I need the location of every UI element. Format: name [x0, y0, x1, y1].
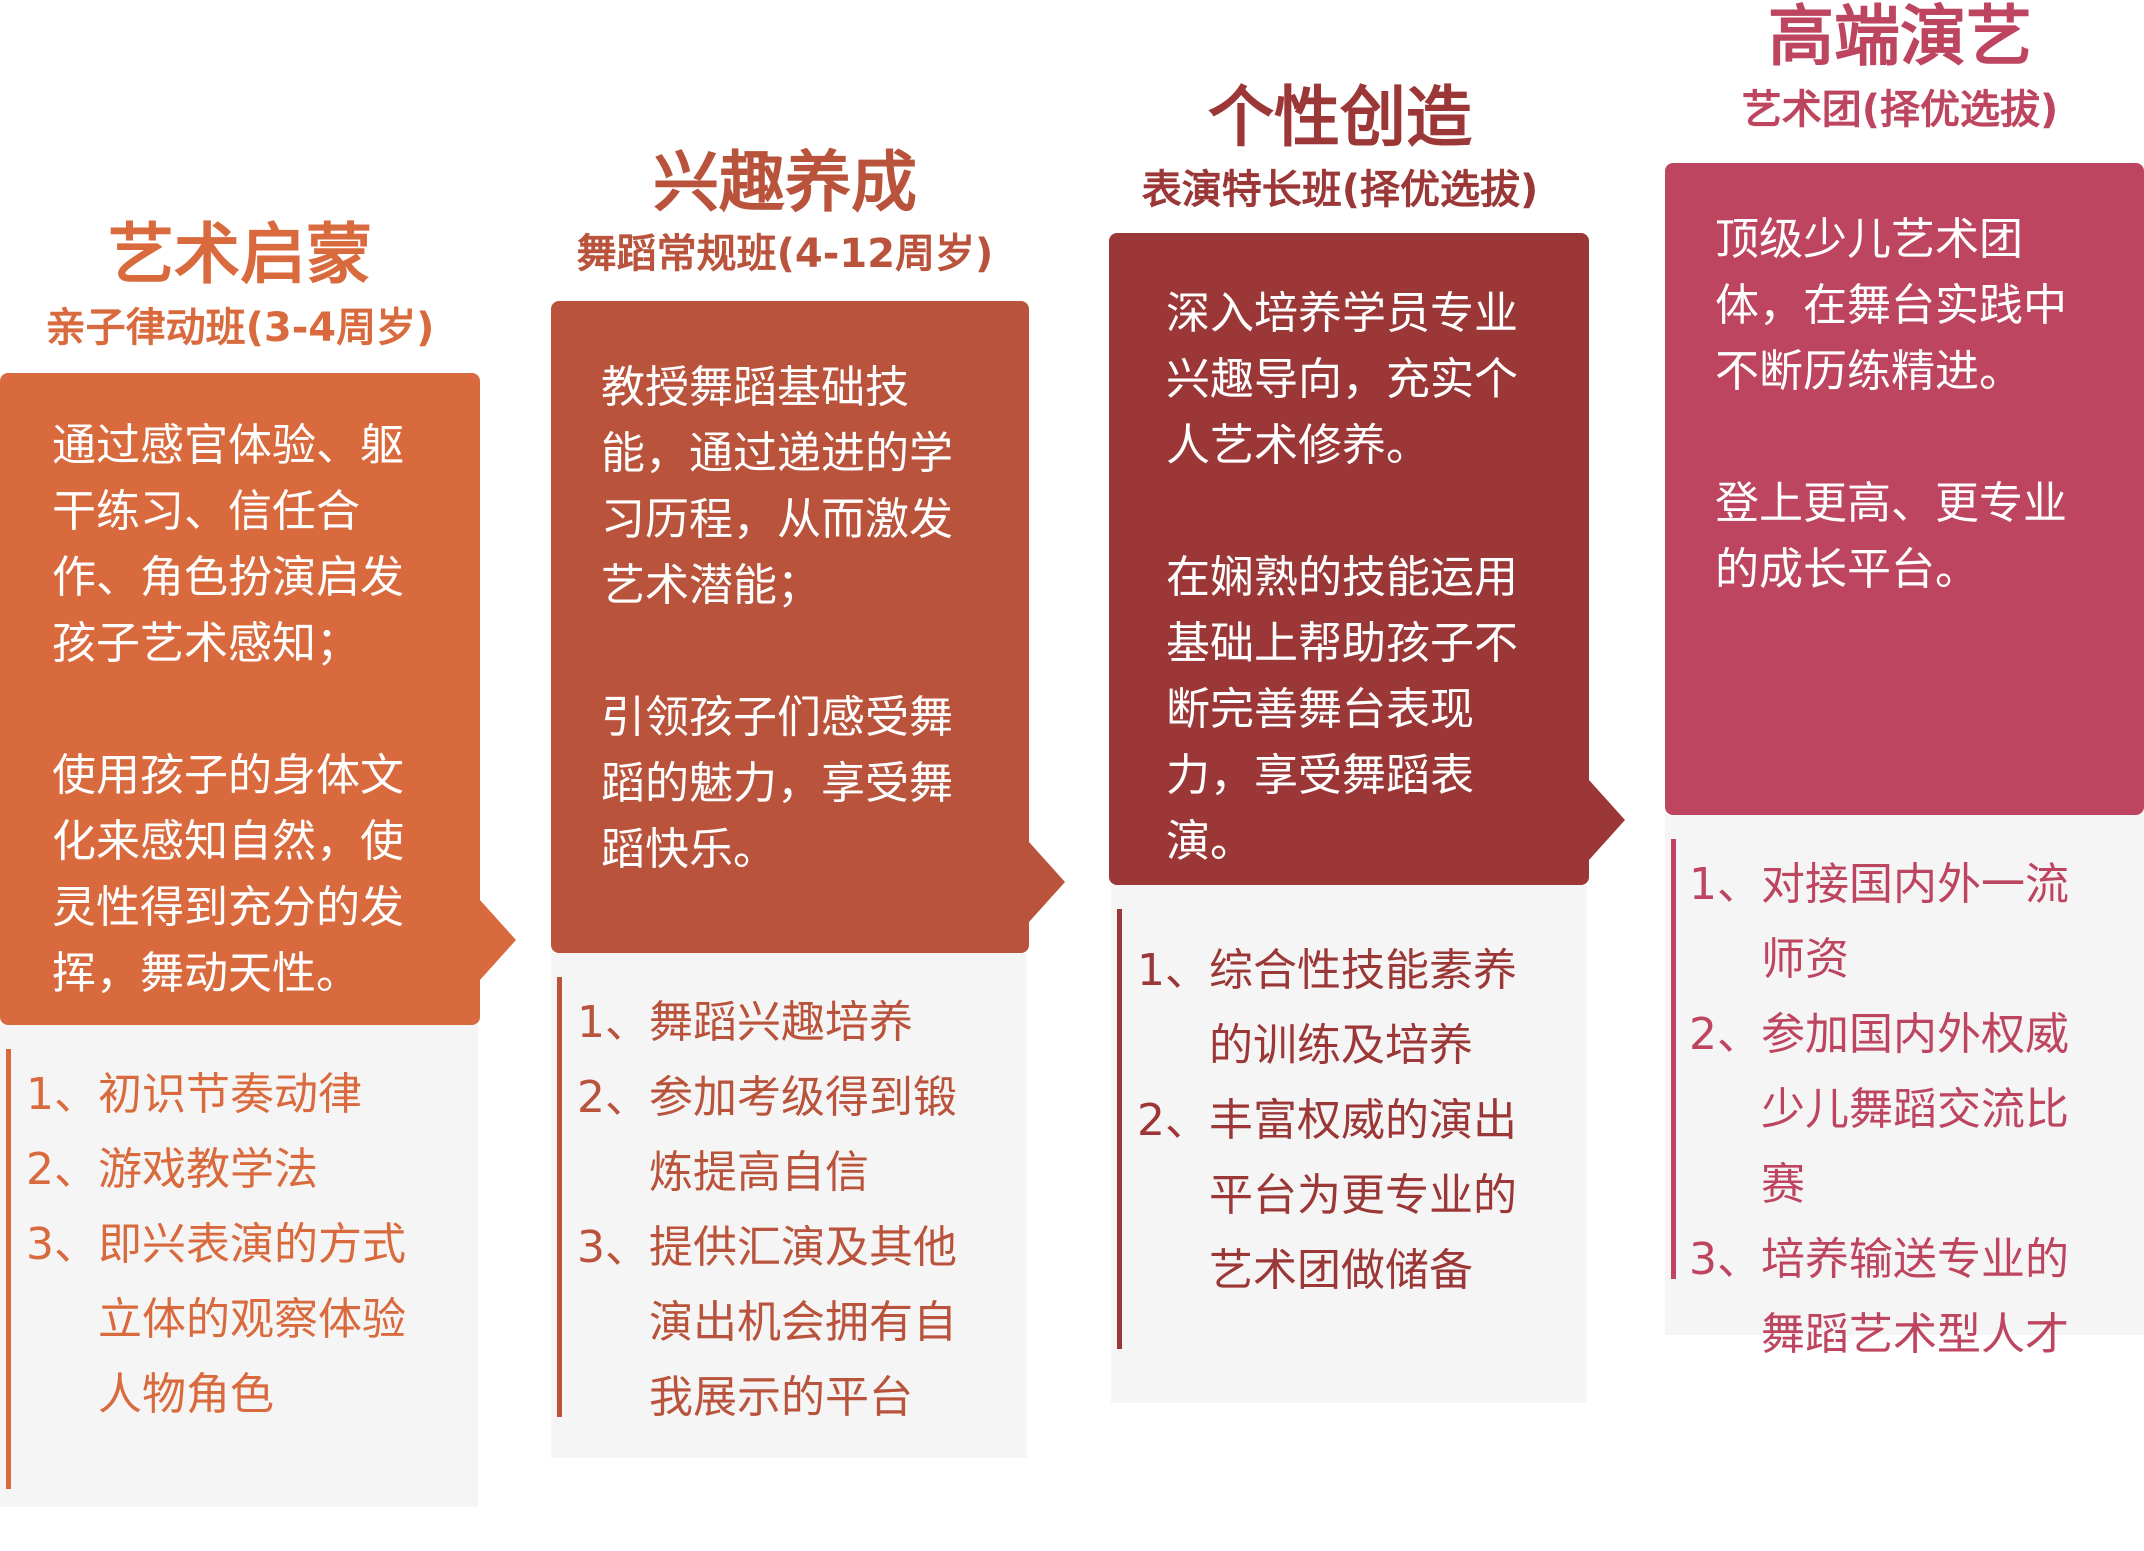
stage-1-arrow	[480, 900, 516, 980]
stage-1-title: 艺术启蒙	[108, 216, 372, 293]
list-item: 3、 即兴表演的方式立体的观察体验人物角色	[26, 1207, 426, 1432]
item-text: 初识节奏动律	[98, 1069, 362, 1120]
list-item: 2、 游戏教学法	[26, 1132, 426, 1207]
item-text: 参加考级得到锻炼提高自信	[649, 1072, 957, 1198]
stage-3-paragraph-1: 深入培养学员专业兴趣导向，充实个人艺术修养。	[1166, 288, 1518, 471]
stage-4-title: 高端演艺	[1768, 0, 2032, 75]
item-text: 游戏教学法	[98, 1144, 318, 1195]
stage-3-title: 个性创造	[1208, 79, 1472, 156]
item-number: 3、	[26, 1219, 98, 1270]
stage-2-paragraph-1: 教授舞蹈基础技能，通过递进的学习历程，从而激发艺术潜能；	[601, 362, 953, 611]
list-item: 2、 参加国内外权威少儿舞蹈交流比赛	[1689, 997, 2109, 1222]
list-item: 3、 培养输送专业的舞蹈艺术型人才	[1689, 1222, 2109, 1372]
item-number: 2、	[1689, 1009, 1761, 1060]
stage-4-card: 顶级少儿艺术团体，在舞台实践中不断历练精进。 登上更高、更专业的成长平台。	[1665, 163, 2144, 815]
list-item: 1、 初识节奏动律	[26, 1057, 426, 1132]
item-text: 参加国内外权威少儿舞蹈交流比赛	[1761, 1009, 2069, 1210]
item-text: 培养输送专业的舞蹈艺术型人才	[1761, 1234, 2069, 1360]
list-item: 1、 对接国内外一流师资	[1689, 847, 2109, 997]
stage-4-paragraph-1: 顶级少儿艺术团体，在舞台实践中不断历练精进。	[1715, 214, 2067, 397]
stage-3-accent-bar	[1117, 909, 1122, 1349]
stage-3-paragraph-2: 在娴熟的技能运用基础上帮助孩子不断完善舞台表现力，享受舞蹈表演。	[1166, 552, 1518, 867]
item-text: 提供汇演及其他演出机会拥有自我展示的平台	[649, 1222, 957, 1423]
list-item: 1、 舞蹈兴趣培养	[577, 985, 977, 1060]
item-number: 1、	[577, 997, 649, 1048]
stage-2-accent-bar	[557, 977, 562, 1417]
stage-1-description: 通过感官体验、躯干练习、信任合作、角色扮演启发孩子艺术感知； 使用孩子的身体文化…	[52, 413, 437, 1007]
stage-4-subtitle: 艺术团(择优选拔)	[1741, 87, 2059, 133]
list-item: 1、 综合性技能素养的训练及培养	[1137, 933, 1537, 1083]
stage-3-card: 深入培养学员专业兴趣导向，充实个人艺术修养。 在娴熟的技能运用基础上帮助孩子不断…	[1109, 233, 1589, 885]
stage-1-paragraph-1: 通过感官体验、躯干练习、信任合作、角色扮演启发孩子艺术感知；	[52, 420, 404, 669]
stage-2-subtitle: 舞蹈常规班(4-12周岁)	[576, 231, 994, 277]
stage-4-feature-list: 1、 对接国内外一流师资 2、 参加国内外权威少儿舞蹈交流比赛 3、 培养输送专…	[1689, 847, 2109, 1372]
item-text: 对接国内外一流师资	[1761, 859, 2069, 985]
stage-3-arrow	[1589, 780, 1625, 860]
stage-2-feature-panel: 1、 舞蹈兴趣培养 2、 参加考级得到锻炼提高自信 3、 提供汇演及其他演出机会…	[551, 953, 1027, 1458]
stage-4-feature-panel: 1、 对接国内外一流师资 2、 参加国内外权威少儿舞蹈交流比赛 3、 培养输送专…	[1665, 815, 2144, 1360]
stage-1-feature-list: 1、 初识节奏动律 2、 游戏教学法 3、 即兴表演的方式立体的观察体验人物角色	[26, 1057, 426, 1432]
item-number: 1、	[1137, 945, 1209, 996]
item-text: 丰富权威的演出平台为更专业的艺术团做储备	[1209, 1095, 1517, 1296]
stage-3-description: 深入培养学员专业兴趣导向，充实个人艺术修养。 在娴熟的技能运用基础上帮助孩子不断…	[1166, 281, 1551, 875]
list-item: 2、 参加考级得到锻炼提高自信	[577, 1060, 977, 1210]
stage-2-feature-list: 1、 舞蹈兴趣培养 2、 参加考级得到锻炼提高自信 3、 提供汇演及其他演出机会…	[577, 985, 977, 1435]
stage-1-card: 通过感官体验、躯干练习、信任合作、角色扮演启发孩子艺术感知； 使用孩子的身体文化…	[0, 373, 480, 1025]
stage-1-subtitle: 亲子律动班(3-4周岁)	[45, 305, 435, 351]
item-number: 1、	[1689, 859, 1761, 910]
item-text: 综合性技能素养的训练及培养	[1209, 945, 1517, 1071]
list-item: 2、 丰富权威的演出平台为更专业的艺术团做储备	[1137, 1083, 1537, 1308]
stage-1-feature-panel: 1、 初识节奏动律 2、 游戏教学法 3、 即兴表演的方式立体的观察体验人物角色	[0, 1025, 478, 1507]
stage-1-accent-bar	[6, 1049, 11, 1489]
stage-4-accent-bar	[1671, 839, 1676, 1279]
stage-2-arrow	[1029, 842, 1065, 922]
item-number: 1、	[26, 1069, 98, 1120]
stage-1-paragraph-2: 使用孩子的身体文化来感知自然，使灵性得到充分的发挥，舞动天性。	[52, 750, 404, 999]
item-number: 2、	[26, 1144, 98, 1195]
item-number: 3、	[577, 1222, 649, 1273]
item-number: 2、	[1137, 1095, 1209, 1146]
list-item: 3、 提供汇演及其他演出机会拥有自我展示的平台	[577, 1210, 977, 1435]
stage-4-description: 顶级少儿艺术团体，在舞台实践中不断历练精进。 登上更高、更专业的成长平台。	[1715, 207, 2100, 603]
stage-2-title: 兴趣养成	[653, 144, 917, 221]
stage-2-description: 教授舞蹈基础技能，通过递进的学习历程，从而激发艺术潜能； 引领孩子们感受舞蹈的魅…	[601, 355, 986, 883]
stage-4-paragraph-2: 登上更高、更专业的成长平台。	[1715, 478, 2067, 595]
stage-3-subtitle: 表演特长班(择优选拔)	[1141, 167, 1539, 213]
stage-2-paragraph-2: 引领孩子们感受舞蹈的魅力，享受舞蹈快乐。	[601, 692, 953, 875]
item-text: 舞蹈兴趣培养	[649, 997, 913, 1048]
item-text: 即兴表演的方式立体的观察体验人物角色	[98, 1219, 406, 1420]
item-number: 2、	[577, 1072, 649, 1123]
stage-2-card: 教授舞蹈基础技能，通过递进的学习历程，从而激发艺术潜能； 引领孩子们感受舞蹈的魅…	[551, 301, 1029, 953]
item-number: 3、	[1689, 1234, 1761, 1285]
stage-3-feature-list: 1、 综合性技能素养的训练及培养 2、 丰富权威的演出平台为更专业的艺术团做储备	[1137, 933, 1537, 1308]
stage-3-feature-panel: 1、 综合性技能素养的训练及培养 2、 丰富权威的演出平台为更专业的艺术团做储备	[1111, 885, 1587, 1403]
